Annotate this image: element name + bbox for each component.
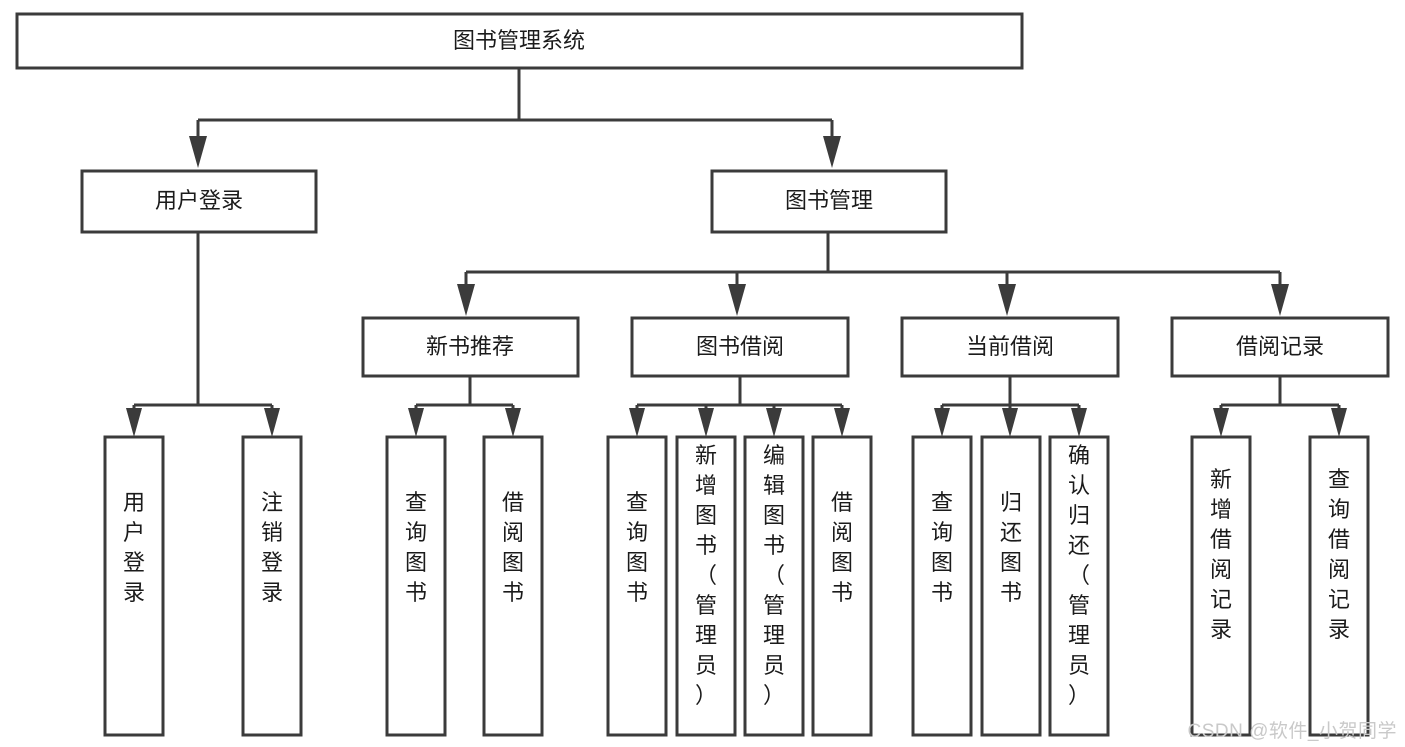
- arrowhead-leaf-query-book-1: [408, 408, 424, 437]
- node-leaf-add-record-box[interactable]: [1190, 435, 1252, 737]
- node-borrow-record[interactable]: 借阅记录: [1170, 316, 1390, 378]
- node-leaf-user-login[interactable]: 用户登录: [103, 435, 165, 737]
- arrowhead-leaf-return-book: [1002, 408, 1018, 437]
- node-leaf-query-book-3-box[interactable]: [911, 435, 973, 737]
- node-leaf-return-book-label: 归还图书: [1000, 490, 1022, 605]
- node-leaf-borrow-book-1-label: 借阅图书: [502, 490, 524, 605]
- node-leaf-query-book-1[interactable]: 查询图书: [385, 435, 447, 737]
- arrowhead-user-login: [189, 136, 207, 168]
- node-leaf-add-record[interactable]: 新增借阅记录: [1190, 435, 1252, 737]
- node-leaf-query-book-2-box[interactable]: [606, 435, 668, 737]
- node-current-borrow-box[interactable]: [900, 316, 1120, 378]
- arrowhead-leaf-edit-book: [766, 408, 782, 437]
- node-leaf-edit-book[interactable]: 编辑图书（管理员）: [743, 435, 805, 737]
- node-user-login[interactable]: 用户登录: [80, 169, 318, 234]
- node-leaf-borrow-book-1-box[interactable]: [482, 435, 544, 737]
- node-leaf-borrow-book-1[interactable]: 借阅图书: [482, 435, 544, 737]
- node-book-borrow-box[interactable]: [630, 316, 850, 378]
- node-leaf-confirm-return-box[interactable]: [1048, 435, 1110, 737]
- node-leaf-query-book-1-box[interactable]: [385, 435, 447, 737]
- arrowhead-leaf-confirm-return: [1071, 408, 1087, 437]
- node-leaf-user-login-label: 用户登录: [123, 490, 145, 605]
- node-leaf-user-login-box[interactable]: [103, 435, 165, 737]
- node-new-book-rec-box[interactable]: [361, 316, 580, 378]
- node-leaf-borrow-book-2-label: 借阅图书: [831, 490, 853, 605]
- node-book-admin[interactable]: 图书管理: [710, 169, 948, 234]
- node-borrow-record-box[interactable]: [1170, 316, 1390, 378]
- node-leaf-add-book-box[interactable]: [675, 435, 737, 737]
- node-leaf-add-book[interactable]: 新增图书（管理员）: [675, 435, 737, 737]
- node-leaf-query-record-label: 查询借阅记录: [1328, 467, 1350, 642]
- arrowhead-leaf-query-book-3: [934, 408, 950, 437]
- arrowhead-borrow-record: [1271, 284, 1289, 316]
- arrowhead-book-admin: [823, 136, 841, 168]
- node-leaf-query-record-box[interactable]: [1308, 435, 1370, 737]
- node-book-borrow-label: 图书借阅: [696, 334, 784, 359]
- arrowhead-leaf-query-book-2: [629, 408, 645, 437]
- node-leaf-logout-label: 注销登录: [261, 490, 283, 605]
- node-root-box[interactable]: [15, 12, 1024, 70]
- node-leaf-logout[interactable]: 注销登录: [241, 435, 303, 737]
- node-user-login-box[interactable]: [80, 169, 318, 234]
- arrowhead-leaf-user-login: [126, 408, 142, 437]
- node-leaf-add-record-label: 新增借阅记录: [1210, 467, 1232, 642]
- node-leaf-confirm-return-label: 确认归还（管理员）: [1068, 443, 1090, 708]
- arrowhead-leaf-borrow-book-1: [505, 408, 521, 437]
- node-leaf-edit-book-label: 编辑图书（管理员）: [763, 443, 785, 708]
- node-leaf-confirm-return[interactable]: 确认归还（管理员）: [1048, 435, 1110, 737]
- node-root[interactable]: 图书管理系统: [15, 12, 1024, 70]
- node-current-borrow[interactable]: 当前借阅: [900, 316, 1120, 378]
- node-leaf-query-book-3[interactable]: 查询图书: [911, 435, 973, 737]
- node-leaf-borrow-book-2[interactable]: 借阅图书: [811, 435, 873, 737]
- node-root-label: 图书管理系统: [453, 28, 585, 53]
- arrowhead-current-borrow: [998, 284, 1016, 316]
- node-new-book-rec-label: 新书推荐: [426, 334, 514, 359]
- node-new-book-rec[interactable]: 新书推荐: [361, 316, 580, 378]
- node-book-admin-box[interactable]: [710, 169, 948, 234]
- node-leaf-logout-box[interactable]: [241, 435, 303, 737]
- arrowhead-leaf-query-record: [1331, 408, 1347, 437]
- node-book-borrow[interactable]: 图书借阅: [630, 316, 850, 378]
- node-leaf-return-book[interactable]: 归还图书: [980, 435, 1042, 737]
- node-leaf-query-book-2-label: 查询图书: [626, 490, 648, 605]
- connector-layer: [126, 68, 1347, 437]
- arrowhead-leaf-logout: [264, 408, 280, 437]
- arrowhead-leaf-borrow-book-2: [834, 408, 850, 437]
- arrowhead-leaf-add-record: [1213, 408, 1229, 437]
- arrowhead-book-borrow: [728, 284, 746, 316]
- node-user-login-label: 用户登录: [155, 188, 243, 213]
- node-leaf-query-book-1-label: 查询图书: [405, 490, 427, 605]
- arrowhead-leaf-add-book: [698, 408, 714, 437]
- node-leaf-borrow-book-2-box[interactable]: [811, 435, 873, 737]
- node-current-borrow-label: 当前借阅: [966, 334, 1054, 359]
- node-borrow-record-label: 借阅记录: [1236, 334, 1324, 359]
- node-leaf-return-book-box[interactable]: [980, 435, 1042, 737]
- node-leaf-query-record[interactable]: 查询借阅记录: [1308, 435, 1370, 737]
- node-leaf-add-book-label: 新增图书（管理员）: [695, 443, 717, 708]
- node-leaf-query-book-3-label: 查询图书: [931, 490, 953, 605]
- node-leaf-edit-book-box[interactable]: [743, 435, 805, 737]
- node-leaf-query-book-2[interactable]: 查询图书: [606, 435, 668, 737]
- node-book-admin-label: 图书管理: [785, 188, 873, 213]
- arrowhead-new-book-rec: [457, 284, 475, 316]
